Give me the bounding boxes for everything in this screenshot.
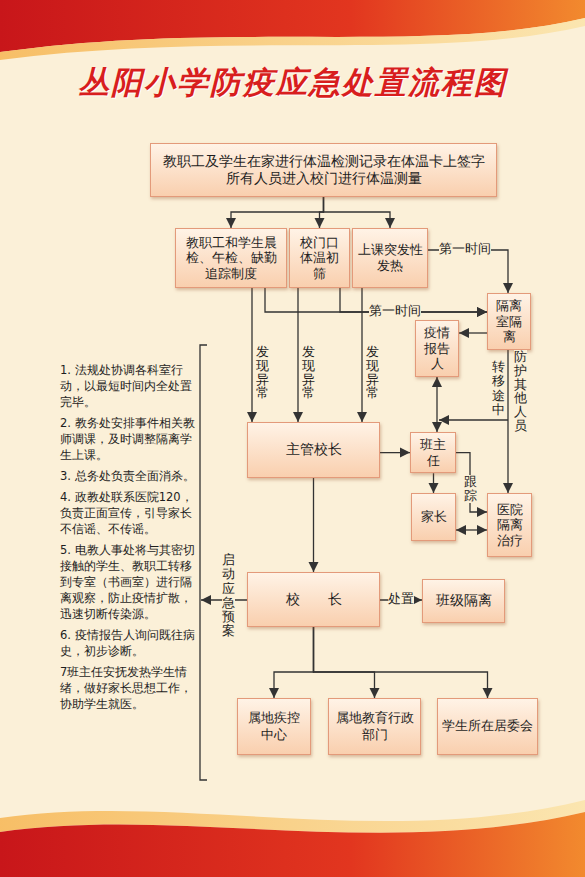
flow-arrow [380,452,410,453]
process-box: 家长 [411,493,456,541]
process-box: 教职工和学生晨检、午检、缺勤追踪制度 [175,228,287,288]
process-box: 班主任 [410,432,456,473]
edge-label: 发现异常 [366,345,379,400]
box-text: 校 长 [286,591,342,609]
process-box: 疫情报告人 [415,320,459,377]
box-text: 校门口体温初筛 [294,235,345,282]
process-box: 校 长 [247,572,380,627]
process-box: 医院隔离治疗 [487,493,532,557]
top-swoosh-light [0,18,585,60]
flow-arrow [459,332,487,333]
flow-arrow [507,350,508,493]
box-text: 疫情报告人 [420,325,454,372]
flow-arrow [361,288,362,422]
flow-arrow [436,377,437,432]
title: 丛阳小学防疫应急处置流程图 [0,62,585,104]
flow-arrow [456,529,487,530]
process-box: 校门口体温初筛 [289,228,350,288]
edge-label: 第一时间 [369,304,421,318]
process-box: 班级隔离 [422,579,505,623]
box-text: 隔离室隔离 [492,298,526,345]
note-item: 7班主任安抚发热学生情绪，做好家长思想工作，协助学生就医。 [60,664,196,712]
flow-arrow [428,250,508,293]
flow-arrow [297,288,298,422]
note-item: 4. 政教处联系医院120，负责正面宣传，引导家长不信谣、不传谣。 [60,489,196,537]
box-text: 班级隔离 [436,592,492,610]
edge-label: 发现异常 [256,345,269,400]
box-text: 班主任 [415,437,451,468]
box-text: 属地教育行政部门 [333,710,416,743]
note-item: 5. 电教人事处将与其密切接触的学生、教职工转移到专室（书画室）进行隔离观察，防… [60,542,196,622]
flow-arrow [251,288,252,422]
flow-arrow [456,453,487,512]
flow-arrow [313,478,314,572]
flow-arrow [324,197,391,228]
side-label: 转移途中 [492,360,505,417]
notes-list: 1. 法规处协调各科室行动，以最短时间内全处置完毕。 2. 教务处安排事件相关教师… [60,362,196,717]
note-item: 2. 教务处安排事件相关教师调课，及时调整隔离学生上课。 [60,415,196,463]
edge-label: 防护其他人员 [514,350,527,433]
process-box: 属地教育行政部门 [328,698,421,755]
note-item: 6. 疫情报告人询问既往病史，初步诊断。 [60,627,196,659]
box-text: 上课突发性发热 [357,242,423,273]
edge-label: 处置 [388,592,414,606]
box-text: 家长 [421,509,447,525]
flow-arrow [231,197,324,228]
bottom-swoosh [0,812,585,877]
box-text: 医院隔离治疗 [492,502,527,549]
flow-arrow [433,473,434,493]
flow-arrow [274,627,314,698]
process-box: 教职工及学生在家进行体温检测记录在体温卡上签字 所有人员进入校门进行体温测量 [150,143,497,197]
side-label: 启动应急预案 [222,553,235,639]
transfer-arrow [439,419,508,420]
process-box: 隔离室隔离 [487,293,531,350]
process-box: 主管校长 [247,422,380,478]
edge-label: 第一时间 [439,242,491,256]
flow-arrow [314,627,375,698]
note-item: 1. 法规处协调各科室行动，以最短时间内全处置完毕。 [60,362,196,410]
flow-arrow [314,627,488,698]
process-box: 上课突发性发热 [352,228,428,288]
box-text: 教职工及学生在家进行体温检测记录在体温卡上签字 所有人员进入校门进行体温测量 [155,153,492,188]
box-text: 属地疾控中心 [242,710,306,743]
box-text: 学生所在居委会 [442,718,533,734]
edge-label: 发现异常 [302,345,315,400]
box-text: 教职工和学生晨检、午检、缺勤追踪制度 [180,235,282,282]
note-item: 3. 总务处负责全面消杀。 [60,468,196,484]
edge-label: 跟踪 [464,475,477,503]
bracket [200,345,207,780]
box-text: 主管校长 [286,441,342,459]
process-box: 学生所在居委会 [437,698,538,755]
process-box: 属地疾控中心 [237,698,311,755]
